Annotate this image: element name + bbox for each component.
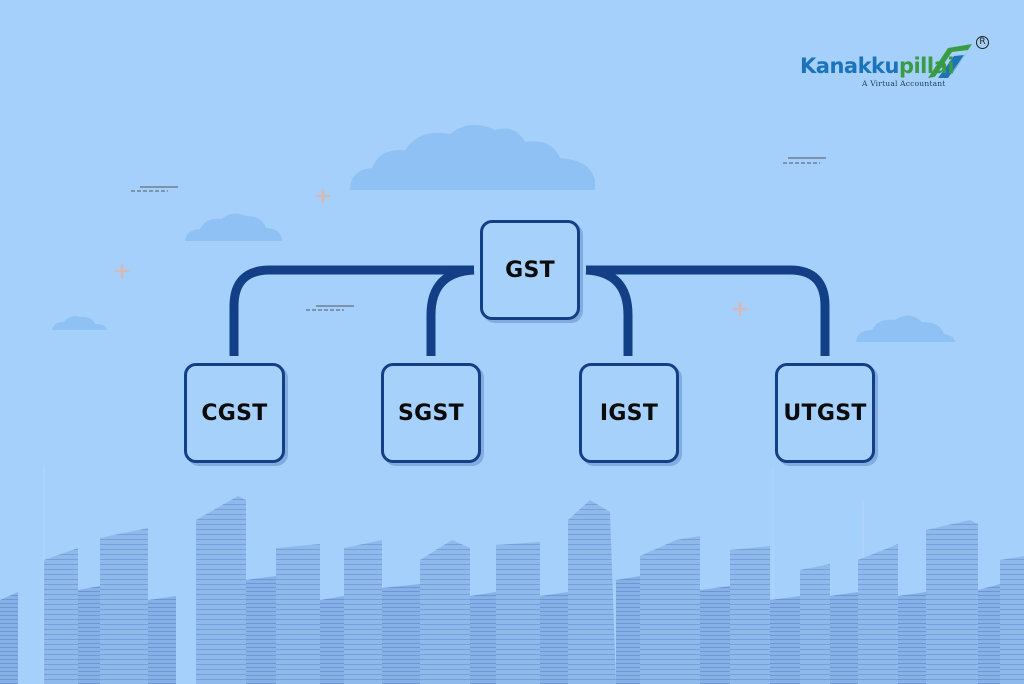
cloud-icon (185, 213, 282, 241)
registered-mark: R (976, 36, 989, 49)
node-cgst: CGST (184, 363, 285, 463)
plus-icon (114, 263, 130, 279)
brand-name-part1: Kanakku (800, 54, 899, 78)
node-label-cgst: CGST (201, 400, 268, 426)
node-label-gst: GST (505, 257, 555, 283)
connector-cgst (229, 265, 474, 356)
node-utgst: UTGST (775, 363, 875, 463)
node-gst: GST (480, 220, 580, 320)
dash-line-icon (306, 305, 354, 311)
tree-connectors (229, 265, 830, 356)
connector-utgst (586, 265, 830, 356)
node-label-igst: IGST (599, 400, 659, 426)
plus-icon (315, 188, 331, 204)
node-sgst: SGST (381, 363, 481, 463)
cloud-icon (856, 315, 955, 342)
brand-name-part2: pillai (898, 54, 955, 78)
node-igst: IGST (579, 363, 679, 463)
brand-tagline: A Virtual Accountant (862, 79, 946, 88)
plus-icon (732, 301, 748, 317)
cloud-icon (52, 316, 107, 330)
cloud-icon (350, 124, 595, 190)
connector-igst (585, 265, 633, 356)
city-skyline-icon (0, 466, 1024, 684)
brand-logo: Kanakkupillai A Virtual Accountant R (800, 36, 990, 96)
node-label-utgst: UTGST (783, 400, 867, 426)
dash-line-icon (783, 157, 826, 164)
logo-mark-icon (928, 44, 972, 78)
node-label-sgst: SGST (398, 400, 464, 426)
brand-name: Kanakkupillai (800, 54, 954, 78)
connector-sgst (426, 265, 475, 356)
dash-line-icon (131, 186, 178, 192)
